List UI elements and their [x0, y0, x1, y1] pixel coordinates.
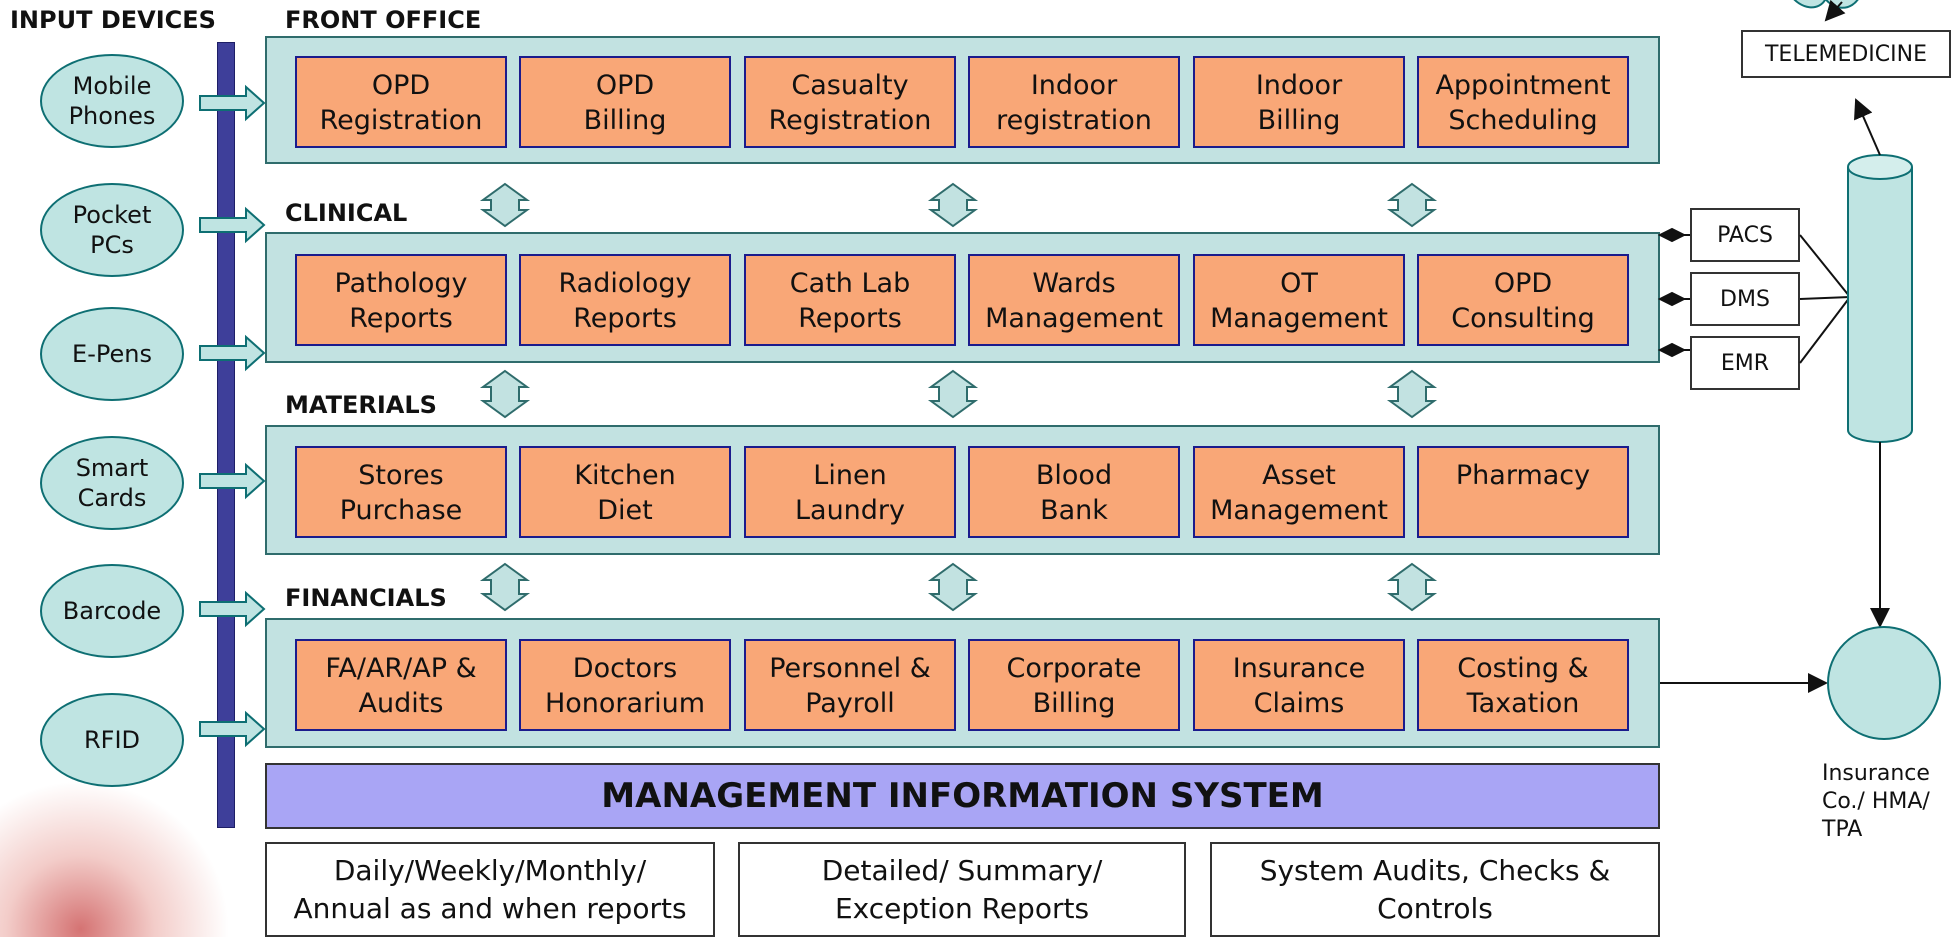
module-radiology-reports[interactable]: Radiology Reports	[519, 254, 731, 346]
pacs-diamond-icon	[1657, 227, 1687, 243]
telemedicine-box: TELEMEDICINE	[1741, 30, 1951, 78]
module-fa-ar-ap-audits[interactable]: FA/AR/AP & Audits	[295, 639, 507, 731]
module-cath-lab-reports[interactable]: Cath Lab Reports	[744, 254, 956, 346]
dms-box: DMS	[1690, 272, 1800, 326]
pacs-box: PACS	[1690, 208, 1800, 262]
financials-header: FINANCIALS	[285, 584, 447, 612]
module-doctors-honorarium[interactable]: Doctors Honorarium	[519, 639, 731, 731]
section-link-icon	[1386, 369, 1438, 419]
central-database-cylinder	[1847, 154, 1913, 443]
insurance-label: Insurance Co./ HMA/ TPA	[1822, 761, 1930, 842]
module-corporate-billing[interactable]: Corporate Billing	[968, 639, 1180, 731]
background-swirl-decoration	[0, 780, 230, 937]
mis-banner: MANAGEMENT INFORMATION SYSTEM	[265, 763, 1660, 829]
device-pocket-pcs: Pocket PCs	[40, 183, 184, 277]
device-e-pens: E-Pens	[40, 307, 184, 401]
device-arrow-3	[199, 334, 266, 372]
device-arrow-2	[199, 206, 266, 244]
section-link-icon	[479, 562, 531, 612]
module-insurance-claims[interactable]: Insurance Claims	[1193, 639, 1405, 731]
module-indoor-billing[interactable]: Indoor Billing	[1193, 56, 1405, 148]
module-linen-laundry[interactable]: Linen Laundry	[744, 446, 956, 538]
dms-diamond-icon	[1657, 291, 1687, 307]
section-link-icon	[1386, 562, 1438, 612]
module-costing-taxation[interactable]: Costing & Taxation	[1417, 639, 1629, 731]
module-personnel-payroll[interactable]: Personnel & Payroll	[744, 639, 956, 731]
device-barcode: Barcode	[40, 564, 184, 658]
device-rfid: RFID	[40, 693, 184, 787]
device-smart-cards: Smart Cards	[40, 436, 184, 530]
insurance-node	[1827, 626, 1941, 740]
module-blood-bank[interactable]: Blood Bank	[968, 446, 1180, 538]
module-kitchen-diet[interactable]: Kitchen Diet	[519, 446, 731, 538]
module-pharmacy[interactable]: Pharmacy	[1417, 446, 1629, 538]
module-asset-management[interactable]: Asset Management	[1193, 446, 1405, 538]
module-opd-billing[interactable]: OPD Billing	[519, 56, 731, 148]
device-arrow-6	[199, 710, 266, 748]
module-ot-management[interactable]: OT Management	[1193, 254, 1405, 346]
section-link-icon	[927, 369, 979, 419]
emr-diamond-icon	[1657, 342, 1687, 358]
materials-header: MATERIALS	[285, 391, 437, 419]
module-opd-consulting[interactable]: OPD Consulting	[1417, 254, 1629, 346]
module-pathology-reports[interactable]: Pathology Reports	[295, 254, 507, 346]
report-system-audits: System Audits, Checks & Controls	[1210, 842, 1660, 937]
input-devices-header: INPUT DEVICES	[10, 6, 216, 34]
module-casualty-registration[interactable]: Casualty Registration	[744, 56, 956, 148]
section-link-icon	[927, 182, 979, 228]
device-arrow-4	[199, 462, 266, 500]
module-wards-management[interactable]: Wards Management	[968, 254, 1180, 346]
report-detailed-summary: Detailed/ Summary/ Exception Reports	[738, 842, 1186, 937]
emr-box: EMR	[1690, 336, 1800, 390]
front-office-header: FRONT OFFICE	[285, 6, 482, 34]
device-mobile-phones: Mobile Phones	[40, 54, 184, 148]
report-periodic: Daily/Weekly/Monthly/ Annual as and when…	[265, 842, 715, 937]
module-stores-purchase[interactable]: Stores Purchase	[295, 446, 507, 538]
section-link-icon	[1386, 182, 1438, 228]
device-arrow-5	[199, 590, 266, 628]
module-opd-registration[interactable]: OPD Registration	[295, 56, 507, 148]
input-bus-spine	[217, 42, 235, 828]
clinical-header: CLINICAL	[285, 199, 408, 227]
telemedicine-device-icon	[1793, 0, 1859, 9]
section-link-icon	[479, 369, 531, 419]
module-indoor-registration[interactable]: Indoor registration	[968, 56, 1180, 148]
device-arrow-1	[199, 84, 266, 122]
section-link-icon	[927, 562, 979, 612]
module-appointment-scheduling[interactable]: Appointment Scheduling	[1417, 56, 1629, 148]
section-link-icon	[479, 182, 531, 228]
